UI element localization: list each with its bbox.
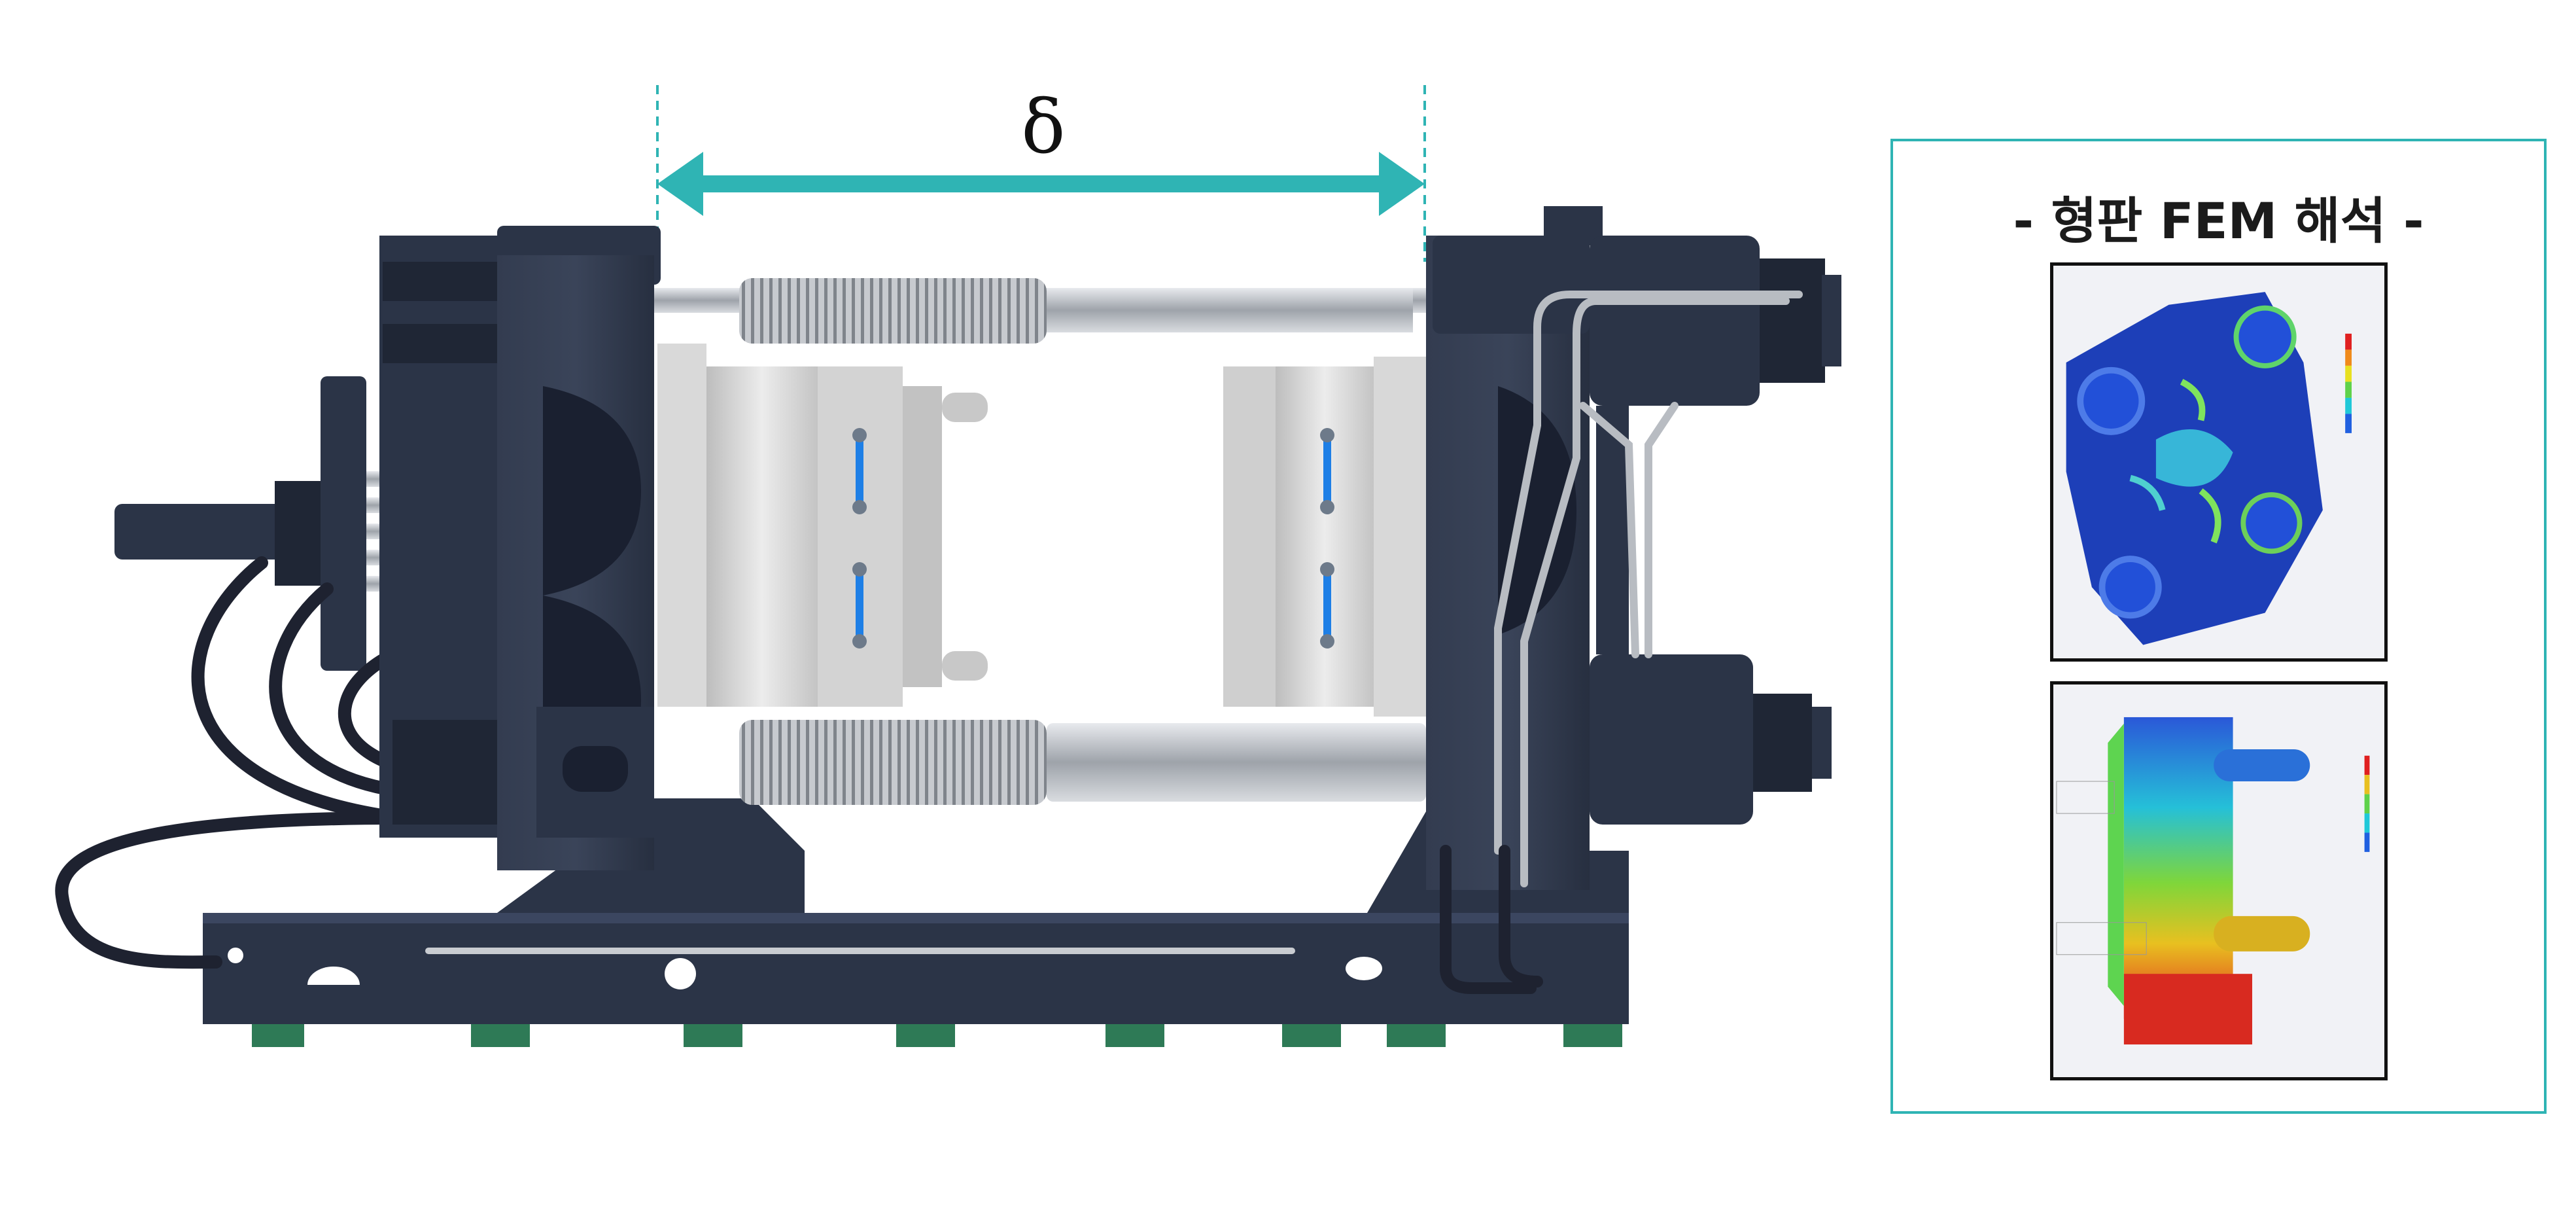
deformation-legend-bar	[2364, 755, 2370, 852]
machine-base	[203, 913, 1629, 1024]
fem-analysis-panel: - 형판 FEM 해석 -	[1890, 139, 2547, 1114]
lower-screw	[739, 720, 1047, 805]
fixed-mold-half	[1223, 357, 1426, 717]
dimension-arrow	[657, 152, 1425, 216]
fem-platen-deformation-image	[2050, 681, 2388, 1080]
lower-hoses	[1440, 845, 1543, 994]
lower-tie-bar	[1047, 723, 1426, 802]
moving-mold-half	[657, 344, 988, 707]
fem-panel-title: - 형판 FEM 해석 -	[2013, 192, 2424, 250]
platen-deformation-model	[2108, 717, 2310, 1045]
hydraulic-piping	[1494, 291, 1803, 887]
fixed-platen	[1426, 206, 1841, 890]
stress-legend-bar	[2345, 333, 2352, 433]
machine-feet	[252, 1024, 1622, 1047]
upper-screw	[739, 278, 1047, 344]
distance-symbol: δ	[1021, 85, 1066, 170]
fem-platen-stress-image	[2050, 262, 2388, 662]
deformation-info-tables	[2056, 781, 2147, 955]
moving-platen	[497, 255, 654, 870]
platen-stress-model	[2066, 292, 2323, 645]
